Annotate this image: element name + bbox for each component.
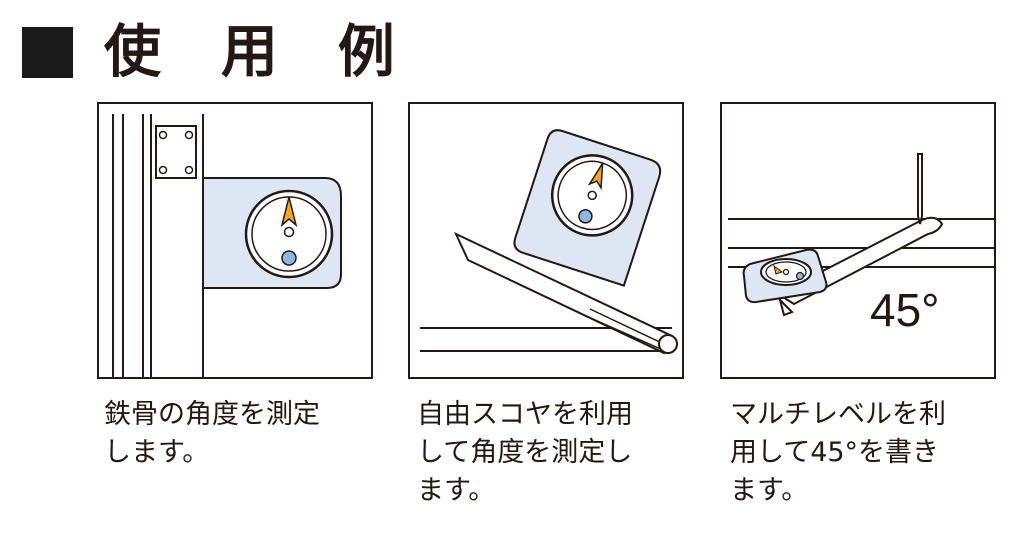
caption-line: して角度を測定し bbox=[417, 437, 633, 468]
caption-line: 自由スコヤを利用 bbox=[417, 399, 633, 430]
free-square-illustration bbox=[420, 129, 678, 355]
caption-line: 用して45°を書き bbox=[730, 437, 940, 468]
level-device-icon bbox=[742, 248, 828, 304]
title-square-icon bbox=[22, 27, 73, 78]
level-device-icon bbox=[202, 177, 342, 289]
caption-line: 鉄骨の角度を測定 bbox=[104, 399, 320, 430]
caption-multi-level: マルチレベルを利 用して45°を書き ます。 bbox=[730, 396, 1000, 510]
example-illustration-free-square bbox=[408, 102, 684, 379]
level-device-icon bbox=[513, 129, 662, 287]
caption-steel-frame: 鉄骨の角度を測定 します。 bbox=[104, 396, 374, 472]
caption-line: ます。 bbox=[417, 475, 496, 506]
pencil-icon bbox=[917, 153, 923, 225]
plate-icon bbox=[155, 125, 197, 179]
steel-frame-illustration bbox=[112, 114, 342, 377]
caption-line: ます。 bbox=[730, 475, 809, 506]
square-blade-icon bbox=[453, 231, 678, 355]
caption-free-square: 自由スコヤを利用 して角度を測定し ます。 bbox=[417, 396, 687, 510]
example-illustration-steel-frame bbox=[97, 102, 373, 379]
multi-level-illustration: 45° bbox=[728, 153, 994, 336]
section-title: 使 用 例 bbox=[104, 19, 415, 85]
caption-line: マルチレベルを利 bbox=[730, 399, 946, 430]
angle-label: 45° bbox=[870, 284, 940, 336]
caption-line: します。 bbox=[104, 437, 210, 468]
example-illustration-multi-level: 45° bbox=[720, 102, 996, 379]
